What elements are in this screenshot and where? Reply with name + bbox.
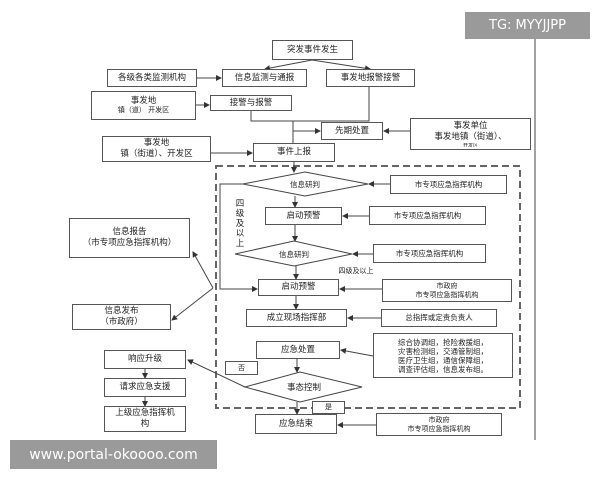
node-gov-1: 市政府市专项应急指挥机构 <box>382 279 512 302</box>
line: 事发地 <box>130 95 157 106</box>
node-site-town-2: 事发地镇（街道）、开发区 <box>102 136 211 162</box>
line: 事发地 <box>143 138 170 149</box>
node-info-release: 信息发布（市政府） <box>72 304 171 330</box>
line: 镇（街道）、开发区 <box>120 149 193 159</box>
label-yes: 是 <box>312 401 345 414</box>
node-initial: 先期处置 <box>321 122 383 140</box>
node-commander: 总指挥或定责负责人 <box>381 309 497 327</box>
node-end: 应急结束 <box>255 414 337 434</box>
node-warn-1: 启动预警 <box>265 207 342 225</box>
line: 市专项应急指挥机构 <box>407 424 471 433</box>
group-line: 综合协调组，抢险救援组， <box>398 337 488 347</box>
node-groups: 综合协调组，抢险救援组，灾害检测组，交通管制组，医疗卫生组，通信保障组，调查评估… <box>373 333 513 378</box>
line: 市专项应急指挥机构 <box>415 290 479 299</box>
node-org-3: 市专项应急指挥机构 <box>373 244 486 263</box>
node-report: 事件上报 <box>253 143 335 162</box>
node-superior: 上级应急指挥机构 <box>104 406 186 432</box>
decision-control: 事态控制 <box>286 383 321 393</box>
node-org-1: 市专项应急指挥机构 <box>390 175 507 194</box>
label-no: 否 <box>225 361 258 375</box>
group-line: 调查评估组，信息发布组。 <box>398 364 488 374</box>
node-info-monitor: 信息监测与通报 <box>222 69 307 87</box>
node-event: 突发事件发生 <box>272 40 353 60</box>
node-warn-2: 启动预警 <box>258 279 339 296</box>
label-level-below: 四级及以上 <box>338 267 374 275</box>
node-hq: 成立现场指挥部 <box>246 309 347 327</box>
watermark-bottom: www.portal-okoooo.com <box>10 440 217 469</box>
line: 信息报告 <box>112 227 147 238</box>
node-upgrade: 响应升级 <box>104 350 186 369</box>
line: 事发单位 <box>453 121 488 132</box>
node-response: 应急处置 <box>256 341 340 359</box>
node-alarm-site: 事发地报警接警 <box>326 69 415 87</box>
decision-judge-1: 信息研判 <box>290 179 320 189</box>
group-line: 灾害检测组，交通管制组， <box>398 346 488 356</box>
watermark-top: TG: MYYJJPP <box>465 12 590 39</box>
node-support: 请求应急支援 <box>104 378 186 397</box>
line: 镇（道） 开发区 <box>117 106 170 115</box>
node-gov-2: 市政府市专项应急指挥机构 <box>376 413 502 436</box>
node-site-town-1: 事发地镇（道） 开发区 <box>91 91 196 120</box>
decision-judge-2: 信息研判 <box>279 249 309 259</box>
label-level-vertical: 四级及以上 <box>235 199 245 249</box>
line: 事发地镇（街道）、 <box>434 132 507 142</box>
line: （市专项应急指挥机构） <box>82 238 177 248</box>
line: 市政府 <box>436 281 458 290</box>
line: （市政府） <box>100 317 143 327</box>
group-line: 医疗卫生组，通信保障组， <box>398 355 488 365</box>
line: 开发区 <box>462 142 478 147</box>
line: 信息发布 <box>104 306 139 317</box>
node-monitor-orgs: 各级各类监测机构 <box>107 69 197 87</box>
line: 市政府 <box>428 415 450 424</box>
node-org-2: 市专项应急指挥机构 <box>369 206 486 225</box>
node-info-report: 信息报告（市专项应急指挥机构） <box>69 218 190 258</box>
node-receive-alarm: 接警与报警 <box>210 95 292 111</box>
node-unit: 事发单位事发地镇（街道）、开发区 <box>410 118 531 150</box>
